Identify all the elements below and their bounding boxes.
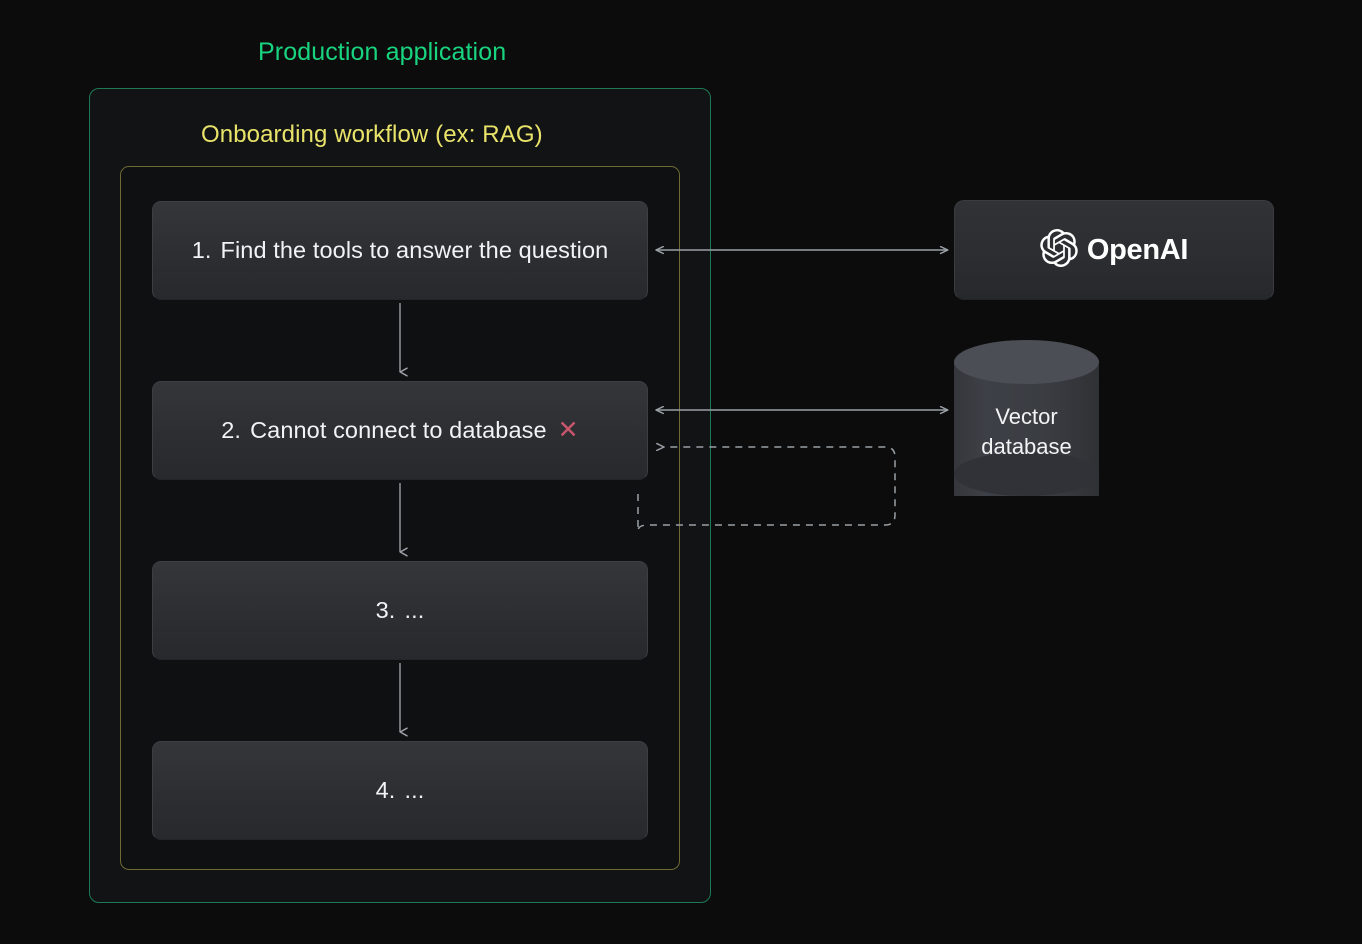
production-application-label: Production application xyxy=(258,38,507,66)
step-label: Cannot connect to database xyxy=(250,417,547,443)
workflow-step-4[interactable]: 4. ... xyxy=(152,741,648,840)
workflow-step-3[interactable]: 3. ... xyxy=(152,561,648,660)
workflow-step-1[interactable]: 1. Find the tools to answer the question xyxy=(152,201,648,300)
step-number: 2. xyxy=(221,417,242,443)
onboarding-workflow-label: Onboarding workflow (ex: RAG) xyxy=(201,121,543,148)
openai-wordmark: OpenAI xyxy=(1086,233,1189,266)
vector-database-label: Vector database xyxy=(954,402,1099,462)
step-number: 1. xyxy=(191,237,212,263)
openai-service-card[interactable]: OpenAI xyxy=(954,200,1274,300)
vector-database-node[interactable]: Vector database xyxy=(954,340,1099,518)
vector-database-label-line1: Vector xyxy=(995,404,1058,429)
vector-database-label-line2: database xyxy=(981,434,1072,459)
cylinder-top-cap xyxy=(954,340,1099,384)
error-cross-icon: ✕ xyxy=(557,416,579,444)
step-label: ... xyxy=(404,597,425,623)
openai-logo-icon xyxy=(1040,228,1078,272)
workflow-step-2[interactable]: 2. Cannot connect to database ✕ xyxy=(152,381,648,480)
step-label: Find the tools to answer the question xyxy=(220,237,609,263)
step-number: 3. xyxy=(375,597,396,623)
cylinder-bottom-cap xyxy=(954,452,1099,496)
step-label: ... xyxy=(404,777,425,803)
step-number: 4. xyxy=(375,777,396,803)
